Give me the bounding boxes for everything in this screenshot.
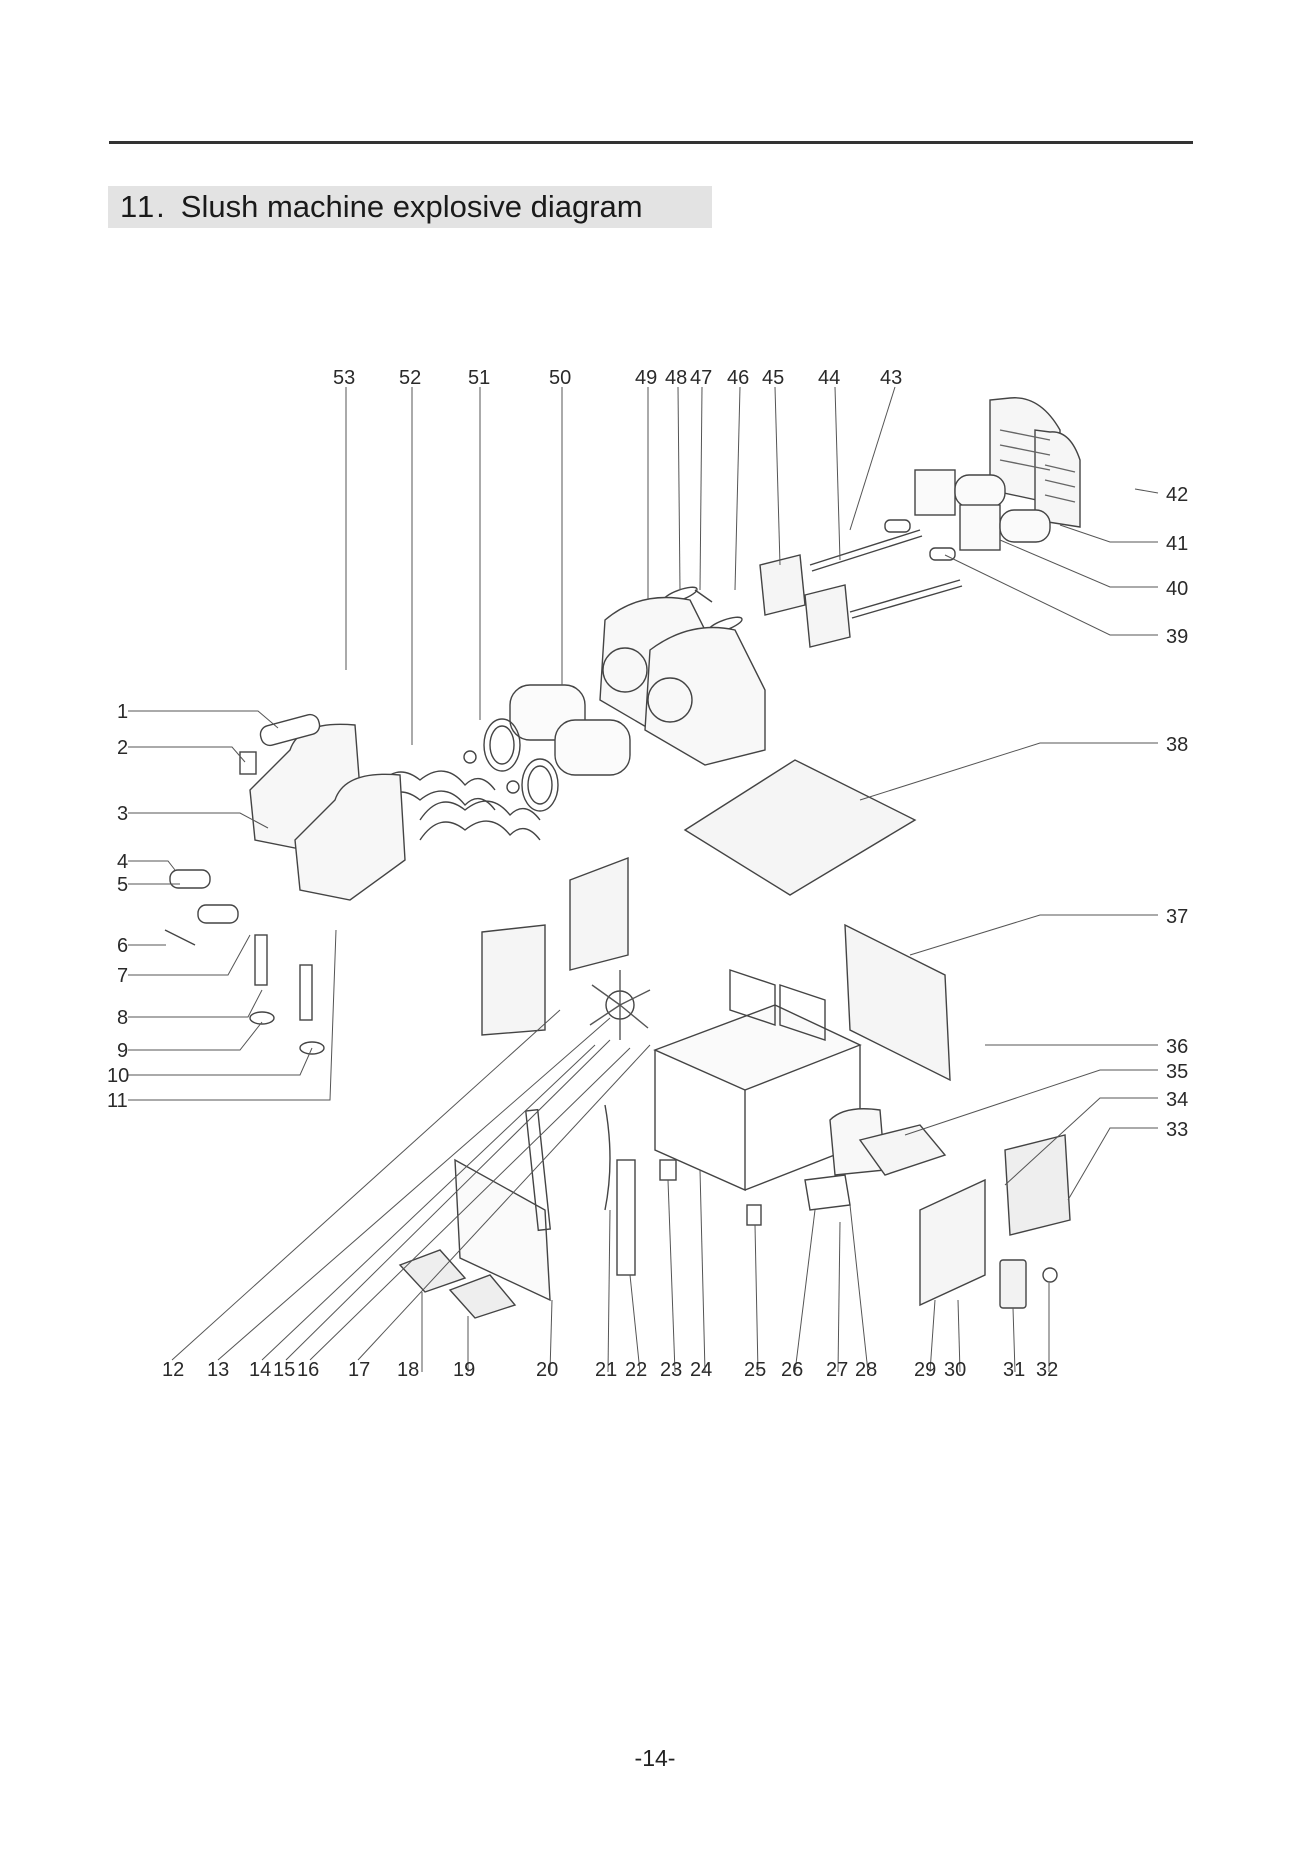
callout-27: 27 xyxy=(826,1359,848,1381)
callout-5: 5 xyxy=(117,874,128,896)
callout-15: 15 xyxy=(273,1359,295,1381)
callout-31: 31 xyxy=(1003,1359,1025,1381)
callout-35: 35 xyxy=(1166,1061,1188,1083)
callout-51: 51 xyxy=(468,367,490,389)
callout-9: 9 xyxy=(117,1040,128,1062)
callout-14: 14 xyxy=(249,1359,271,1381)
callout-6: 6 xyxy=(117,935,128,957)
callout-22: 22 xyxy=(625,1359,647,1381)
callout-41: 41 xyxy=(1166,533,1188,555)
callout-28: 28 xyxy=(855,1359,877,1381)
callout-52: 52 xyxy=(399,367,421,389)
callout-34: 34 xyxy=(1166,1089,1188,1111)
page-number: -14- xyxy=(0,1745,1310,1772)
callout-37: 37 xyxy=(1166,906,1188,928)
callout-26: 26 xyxy=(781,1359,803,1381)
callout-19: 19 xyxy=(453,1359,475,1381)
callout-7: 7 xyxy=(117,965,128,987)
callout-12: 12 xyxy=(162,1359,184,1381)
callout-3: 3 xyxy=(117,803,128,825)
callout-38: 38 xyxy=(1166,734,1188,756)
callout-49: 49 xyxy=(635,367,657,389)
callout-4: 4 xyxy=(117,851,128,873)
callout-11: 11 xyxy=(107,1090,128,1112)
callout-17: 17 xyxy=(348,1359,370,1381)
callout-53: 53 xyxy=(333,367,355,389)
callout-47: 47 xyxy=(690,367,712,389)
callout-24: 24 xyxy=(690,1359,712,1381)
callout-43: 43 xyxy=(880,367,902,389)
callout-42: 42 xyxy=(1166,484,1188,506)
callout-36: 36 xyxy=(1166,1036,1188,1058)
callout-2: 2 xyxy=(117,737,128,759)
callout-29: 29 xyxy=(914,1359,936,1381)
callout-32: 32 xyxy=(1036,1359,1058,1381)
callout-8: 8 xyxy=(117,1007,128,1029)
callout-21: 21 xyxy=(595,1359,617,1381)
callout-23: 23 xyxy=(660,1359,682,1381)
callout-10: 10 xyxy=(107,1065,129,1087)
callout-48: 48 xyxy=(665,367,687,389)
machine-drawing xyxy=(165,398,1080,1318)
callout-18: 18 xyxy=(397,1359,419,1381)
callout-46: 46 xyxy=(727,367,749,389)
callout-40: 40 xyxy=(1166,578,1188,600)
callout-44: 44 xyxy=(818,367,840,389)
callout-25: 25 xyxy=(744,1359,766,1381)
callout-20: 20 xyxy=(536,1359,558,1381)
callout-30: 30 xyxy=(944,1359,966,1381)
callout-16: 16 xyxy=(297,1359,319,1381)
callout-50: 50 xyxy=(549,367,571,389)
callout-33: 33 xyxy=(1166,1119,1188,1141)
callout-13: 13 xyxy=(207,1359,229,1381)
callout-45: 45 xyxy=(762,367,784,389)
callout-1: 1 xyxy=(117,701,128,723)
callout-39: 39 xyxy=(1166,626,1188,648)
